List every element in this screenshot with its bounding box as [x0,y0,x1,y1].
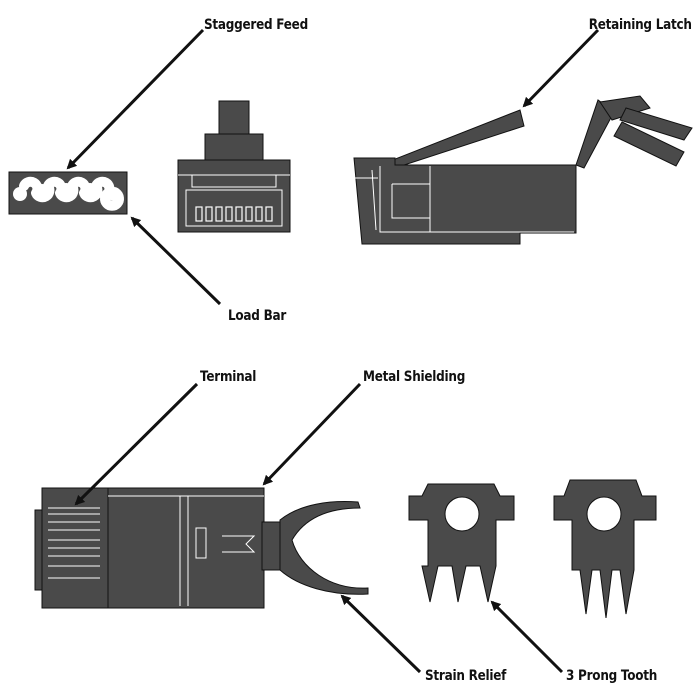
arrow-strain-relief [340,594,422,674]
label-three-prong-tooth: 3 Prong Tooth [566,668,658,684]
shielded-plug-icon [34,487,265,609]
prong-tooth-icon [553,479,657,619]
rj45-plug-side-icon [353,95,693,245]
load-bar-icon [8,171,128,215]
arrow-three-prong [490,600,564,674]
prong-tooth-icon [408,483,515,603]
arrow-terminal [74,382,199,506]
label-strain-relief: Strain Relief [425,668,507,684]
label-terminal: Terminal [200,369,257,385]
label-retaining-latch: Retaining Latch [589,17,692,33]
rj45-plug-front-icon [177,100,291,233]
label-metal-shielding: Metal Shielding [363,369,466,385]
label-staggered-feed: Staggered Feed [204,17,308,33]
arrow-metal-shielding [262,382,362,486]
strain-relief-boot-icon [261,501,369,595]
label-load-bar: Load Bar [228,308,287,324]
arrow-staggered-feed [66,28,205,170]
arrow-load-bar [130,216,222,306]
arrow-retaining-latch [522,28,600,108]
